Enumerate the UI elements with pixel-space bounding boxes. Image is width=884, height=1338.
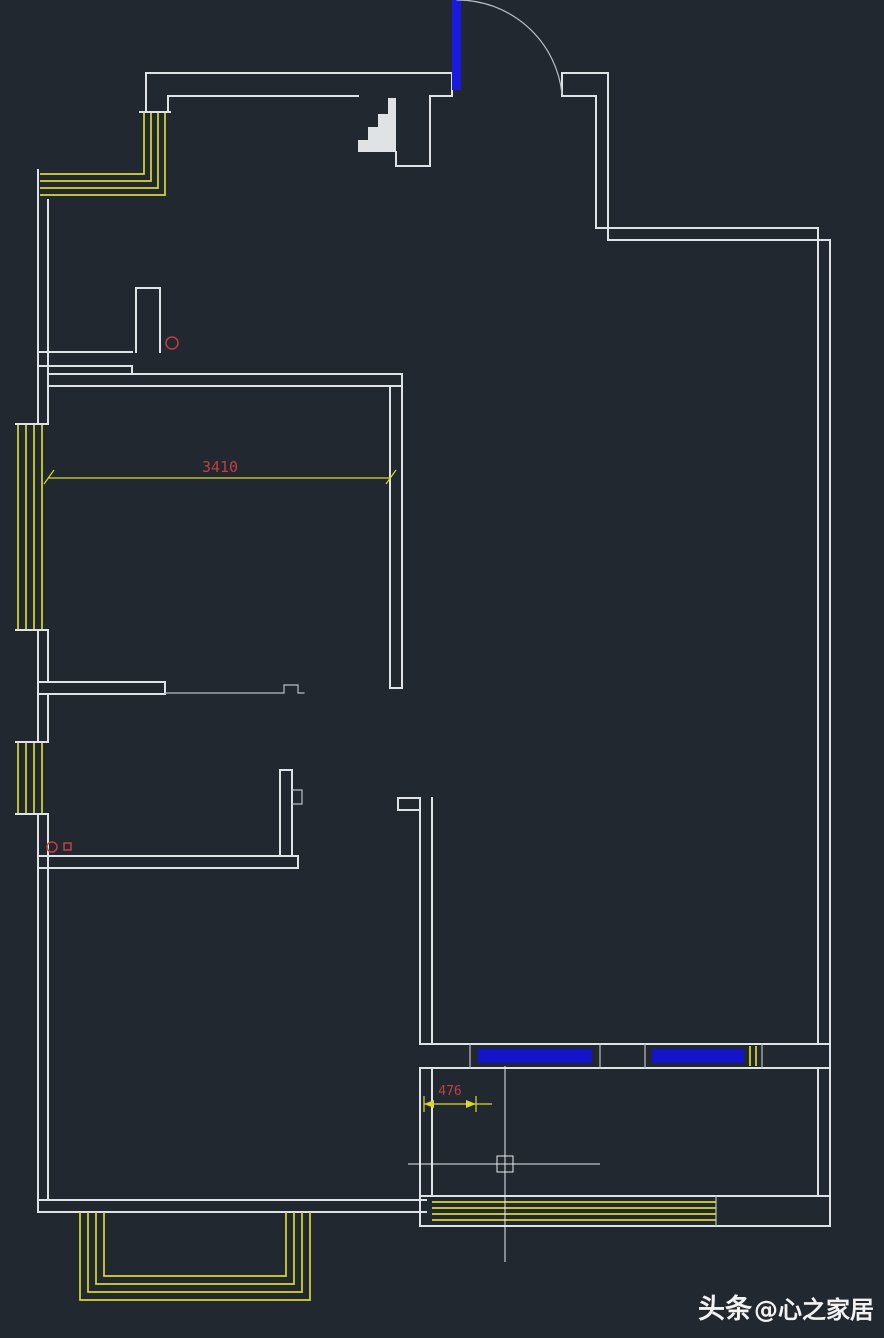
door-leaf	[452, 0, 461, 90]
south-window-band	[419, 1043, 831, 1069]
corner-window-top-left	[37, 111, 171, 201]
watermark-account: @心之家居	[754, 1296, 874, 1324]
left-window-lower	[15, 741, 49, 815]
left-balcony	[79, 1212, 311, 1301]
interior-walls	[37, 287, 433, 1227]
dimension-label: 476	[438, 1084, 461, 1099]
bottom-window-band	[419, 1195, 831, 1227]
outer-walls	[37, 72, 831, 1227]
door-swing-arc	[456, 0, 563, 95]
door-marker-bedroom-2	[46, 841, 72, 853]
dimension-bedroom-width: 3410	[43, 458, 397, 485]
crosshair-cursor	[408, 1066, 600, 1262]
entry-door	[452, 0, 563, 95]
pickbox	[496, 1155, 514, 1173]
entry-steps	[358, 95, 431, 167]
window-pane	[478, 1049, 592, 1063]
stairs-symbol	[358, 98, 396, 152]
dimension-balcony-offset: 476	[423, 1084, 492, 1112]
window-pane	[652, 1049, 744, 1063]
dimension-label: 3410	[202, 458, 238, 476]
watermark-brand: 头条	[698, 1294, 753, 1325]
watermark: 头条 @心之家居	[698, 1294, 874, 1325]
left-window-upper	[15, 423, 49, 631]
door-marker-bedroom-1	[165, 336, 179, 350]
